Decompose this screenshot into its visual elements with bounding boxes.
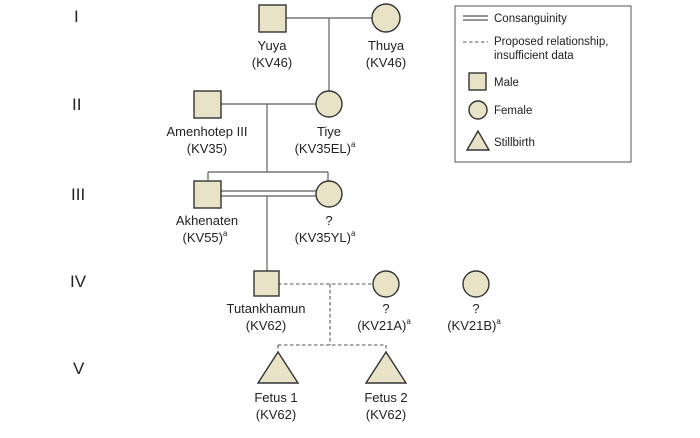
legend-female-symbol (468, 100, 488, 120)
generation-label-1: I (74, 7, 79, 26)
tutankhamun-male-symbol (253, 270, 280, 297)
legend-female-label: Female (494, 105, 532, 117)
legend-proposed-label-line1: Proposed relationship, (494, 36, 608, 48)
kv21b-female-symbol (462, 270, 490, 298)
fetus2-stillbirth-symbol (364, 350, 408, 384)
generation-label-5: V (73, 359, 85, 378)
legend-male-symbol (468, 72, 487, 91)
thuya-name: Thuya (368, 38, 405, 53)
legend: Consanguinity Proposed relationship, ins… (454, 5, 632, 163)
legend-consanguinity-label: Consanguinity (494, 13, 567, 25)
kv21a-footnote-marker: a (406, 317, 411, 326)
yuya-name: Yuya (258, 38, 288, 53)
legend-stillbirth-label: Stillbirth (494, 137, 535, 149)
akhenaten-name: Akhenaten (176, 213, 238, 228)
amenhotep-male-symbol (193, 90, 222, 119)
tutankhamun-name: Tutankhamun (226, 301, 305, 316)
tiye-tomb-code: (KV35EL) (295, 141, 351, 156)
yuya-male-symbol (258, 4, 287, 33)
akhenaten-footnote-marker: a (223, 229, 228, 238)
tiye-footnote-marker: a (351, 140, 356, 149)
tiye-name: Tiye (317, 124, 341, 139)
akhenaten-male-symbol (193, 180, 222, 209)
tutankhamun-tomb: (KV62) (246, 318, 286, 333)
kv21b-name: ? (472, 301, 479, 316)
fetus2-name: Fetus 2 (364, 390, 407, 405)
tiye-female-symbol (315, 90, 343, 118)
kv21a-female-symbol (372, 270, 400, 298)
generation-label-2: II (72, 95, 81, 114)
akhenaten-tomb-code: (KV55) (183, 230, 223, 245)
kv35yl-name: ? (325, 213, 332, 228)
fetus1-name: Fetus 1 (254, 390, 297, 405)
kv35yl-tomb-code: (KV35YL) (295, 230, 351, 245)
kv21b-footnote-marker: a (496, 317, 501, 326)
kv35yl-tomb: (KV35YL)a (295, 229, 356, 245)
fetus1-tomb: (KV62) (256, 407, 296, 422)
amenhotep-name: Amenhotep III (167, 124, 248, 139)
kv21b-tomb-code: (KV21B) (447, 318, 496, 333)
kv35yl-female-symbol (315, 180, 343, 208)
thuya-tomb: (KV46) (366, 55, 406, 70)
legend-male-label: Male (494, 77, 519, 89)
kv21a-tomb: (KV21A)a (357, 317, 411, 333)
kv21a-name: ? (382, 301, 389, 316)
fetus2-tomb: (KV62) (366, 407, 406, 422)
kv35yl-footnote-marker: a (351, 229, 356, 238)
thuya-female-symbol (371, 3, 401, 33)
kv21b-tomb: (KV21B)a (447, 317, 501, 333)
kv21a-tomb-code: (KV21A) (357, 318, 406, 333)
legend-stillbirth-symbol (465, 129, 491, 151)
amenhotep-tomb: (KV35) (187, 141, 227, 156)
legend-proposed-label-line2: insufficient data (494, 50, 574, 62)
generation-label-3: III (71, 185, 85, 204)
tiye-tomb: (KV35EL)a (295, 140, 356, 156)
fetus1-stillbirth-symbol (256, 350, 300, 384)
generation-label-4: IV (70, 272, 87, 291)
akhenaten-tomb: (KV55)a (183, 229, 228, 245)
yuya-tomb: (KV46) (252, 55, 292, 70)
